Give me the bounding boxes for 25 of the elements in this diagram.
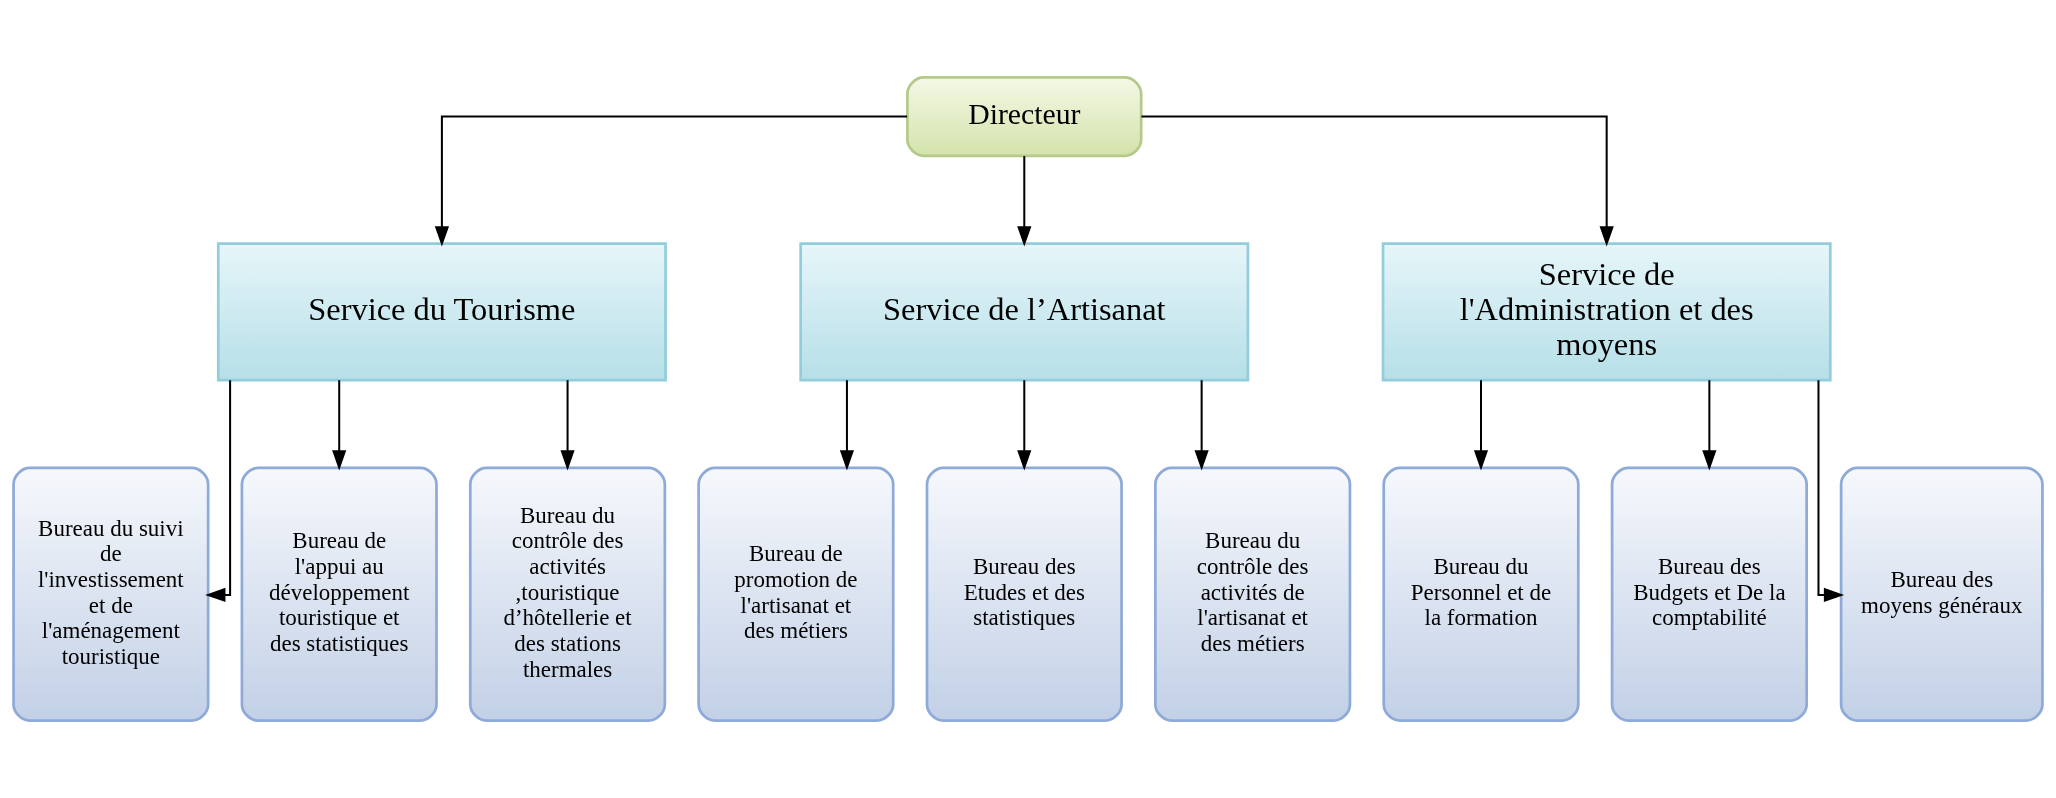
node-box: Bureau des Budgets et De la comptabilité bbox=[1610, 466, 1808, 722]
arrow bbox=[1141, 115, 1614, 247]
node-box: Bureau du contrôle des activités ,touristique d’hôtellerie et des stations thermales bbox=[468, 466, 667, 722]
node-box: Bureau du Personnel et de la formation bbox=[1382, 466, 1580, 722]
node-box: Bureau de promotion de l'artisanat et des métiers bbox=[697, 466, 895, 722]
arrow bbox=[1017, 380, 1032, 471]
node-box: Directeur bbox=[906, 76, 1143, 158]
arrow bbox=[1817, 380, 1845, 603]
arrow bbox=[1017, 156, 1032, 247]
node-box: Bureau de l'appui au développement touristique et des statistiques bbox=[240, 466, 438, 722]
node-box: Bureau des Etudes et des statistiques bbox=[925, 466, 1123, 722]
arrow bbox=[1473, 380, 1489, 471]
node-box: Service de l’Artisanat bbox=[799, 242, 1250, 382]
arrow bbox=[332, 380, 347, 471]
node-box: Bureau des moyens généraux bbox=[1839, 466, 2044, 722]
node-box: Bureau du suivi de l'investissement et de l'aménagement touristique bbox=[12, 466, 210, 722]
arrow bbox=[1702, 380, 1717, 471]
arrow bbox=[560, 380, 575, 471]
arrow bbox=[1194, 380, 1209, 471]
arrow bbox=[434, 115, 908, 247]
node-box: Service de l'Administration et des moyens bbox=[1381, 242, 1832, 382]
node-box: Bureau du contrôle des activités de l'artisanat et des métiers bbox=[1154, 466, 1352, 722]
node-box: Service du Tourisme bbox=[216, 242, 667, 382]
arrow bbox=[839, 380, 855, 471]
arrow bbox=[205, 380, 232, 603]
